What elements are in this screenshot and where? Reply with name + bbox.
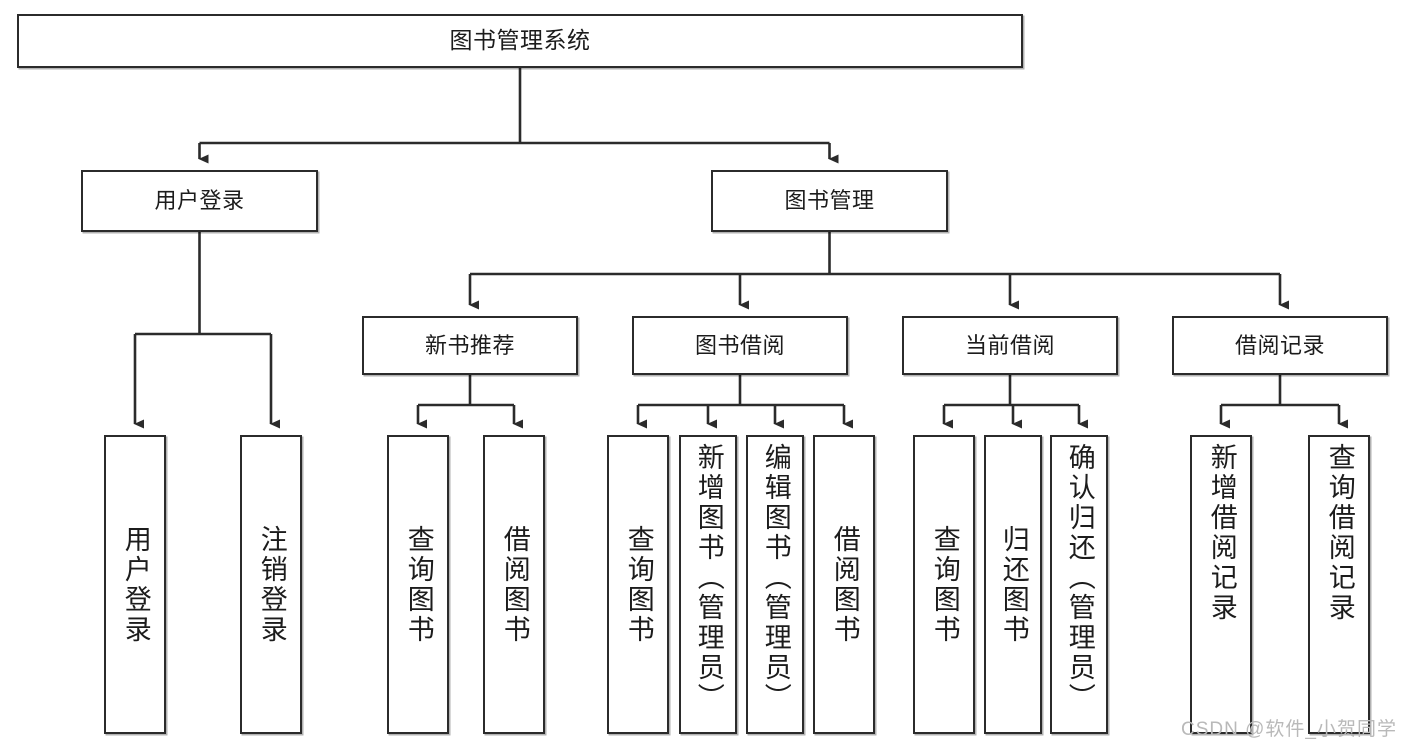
node-book-manage[interactable]: 图书管理: [711, 170, 948, 232]
node-leaf-11[interactable]: 确认归还（管理员）: [1050, 435, 1108, 734]
node-label: 新书推荐: [424, 332, 515, 358]
node-leaf-12[interactable]: 新增借阅记录: [1190, 435, 1252, 734]
node-label: 查询图书: [623, 524, 654, 645]
node-book-borrow[interactable]: 图书借阅: [632, 316, 848, 375]
node-leaf-4[interactable]: 借阅图书: [483, 435, 545, 734]
node-label: 用户登录: [154, 188, 245, 214]
node-label: 图书借阅: [694, 332, 785, 358]
node-leaf-8[interactable]: 借阅图书: [813, 435, 875, 734]
node-root[interactable]: 图书管理系统: [17, 14, 1023, 68]
node-leaf-2[interactable]: 注销登录: [240, 435, 302, 734]
node-leaf-10[interactable]: 归还图书: [984, 435, 1042, 734]
node-leaf-6[interactable]: 新增图书（管理员）: [679, 435, 737, 734]
node-leaf-7[interactable]: 编辑图书（管理员）: [746, 435, 804, 734]
node-label: 借阅图书: [829, 524, 860, 645]
node-label: 新增借阅记录: [1206, 443, 1237, 623]
node-borrow-record[interactable]: 借阅记录: [1172, 316, 1388, 375]
node-label: 当前借阅: [964, 332, 1055, 358]
node-label: 查询借阅记录: [1324, 443, 1355, 623]
node-label: 借阅图书: [499, 524, 530, 645]
node-label: 用户登录: [120, 524, 151, 645]
node-label: 图书管理系统: [449, 27, 591, 54]
node-leaf-13[interactable]: 查询借阅记录: [1308, 435, 1370, 734]
node-label: 借阅记录: [1234, 332, 1325, 358]
node-leaf-9[interactable]: 查询图书: [913, 435, 975, 734]
node-label: 查询图书: [403, 524, 434, 645]
node-leaf-5[interactable]: 查询图书: [607, 435, 669, 734]
node-new-book-rec[interactable]: 新书推荐: [362, 316, 578, 375]
node-label: 查询图书: [929, 524, 960, 645]
node-label: 编辑图书（管理员）: [760, 443, 791, 713]
csdn-watermark: CSDN @软件_小贺同学: [1181, 719, 1397, 740]
node-label: 图书管理: [784, 188, 875, 214]
node-label: 新增图书（管理员）: [693, 443, 724, 713]
node-leaf-1[interactable]: 用户登录: [104, 435, 166, 734]
node-label: 注销登录: [256, 524, 287, 645]
node-label: 确认归还（管理员）: [1064, 443, 1095, 713]
node-user-login[interactable]: 用户登录: [81, 170, 318, 232]
node-label: 归还图书: [998, 524, 1029, 645]
node-current-borrow[interactable]: 当前借阅: [902, 316, 1118, 375]
node-leaf-3[interactable]: 查询图书: [387, 435, 449, 734]
